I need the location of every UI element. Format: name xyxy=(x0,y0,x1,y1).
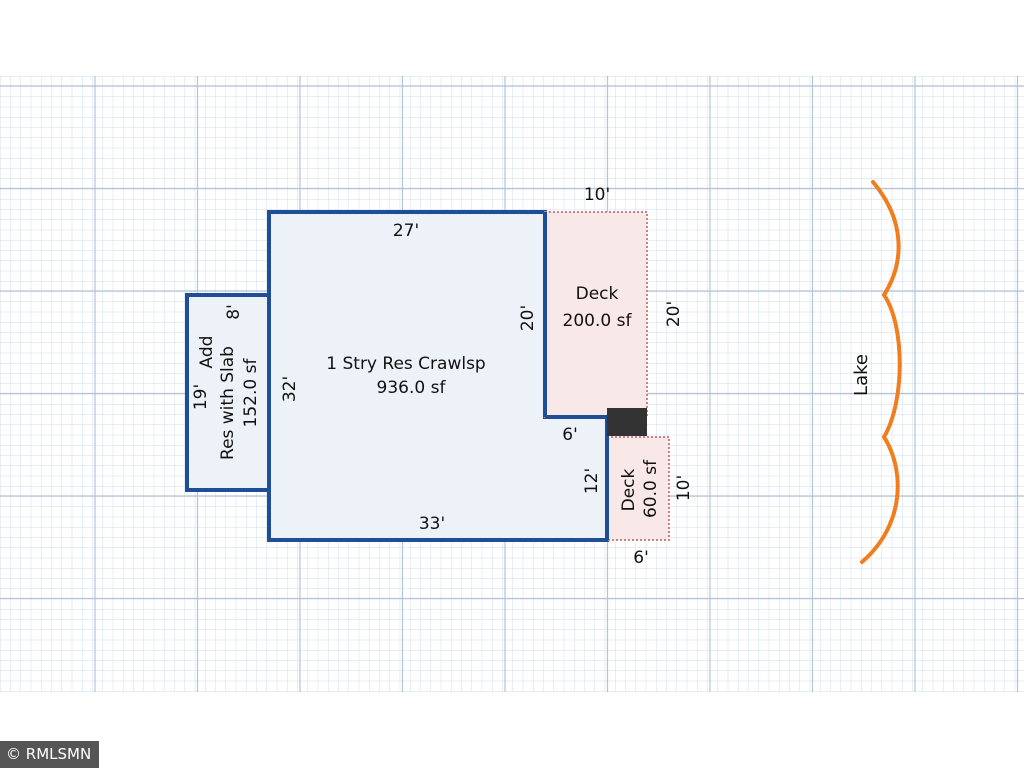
deck-large-label: Deck xyxy=(576,284,619,304)
lake-shoreline xyxy=(860,180,902,564)
stair-block xyxy=(607,408,647,436)
deck-large-area: 200.0 sf xyxy=(563,311,633,331)
addition-area: 152.0 sf xyxy=(241,358,261,428)
lake-label: Lake xyxy=(851,354,872,396)
deck-small-outline xyxy=(606,436,670,541)
addition-height-dim: 19' xyxy=(191,384,211,410)
addition-label-line2: Res with Slab xyxy=(218,346,238,460)
notch-right-dim: 12' xyxy=(582,468,602,494)
addition-outline xyxy=(185,293,271,492)
main-left-dim: 32' xyxy=(280,376,300,402)
inner-right-dim: 20' xyxy=(518,305,538,331)
main-bottom-dim: 33' xyxy=(419,514,445,534)
deck-small-right-dim: 10' xyxy=(674,475,694,501)
deck-small-bottom-dim: 6' xyxy=(633,548,649,568)
notch-top-dim: 6' xyxy=(562,425,578,445)
main-top-dim: 27' xyxy=(393,221,419,241)
deck-large-right-dim: 20' xyxy=(664,301,684,327)
deck-small-area: 60.0 sf xyxy=(641,459,661,518)
main-structure-label: 1 Stry Res Crawlsp xyxy=(326,354,485,374)
main-structure-area: 936.0 sf xyxy=(377,378,447,398)
addition-width-dim: 8' xyxy=(224,304,244,320)
addition-label-line1: Add xyxy=(197,336,217,369)
copyright-badge: © RMLSMN xyxy=(0,741,100,768)
deck-small-label: Deck xyxy=(619,468,639,511)
deck-large-top-dim: 10' xyxy=(584,185,610,205)
